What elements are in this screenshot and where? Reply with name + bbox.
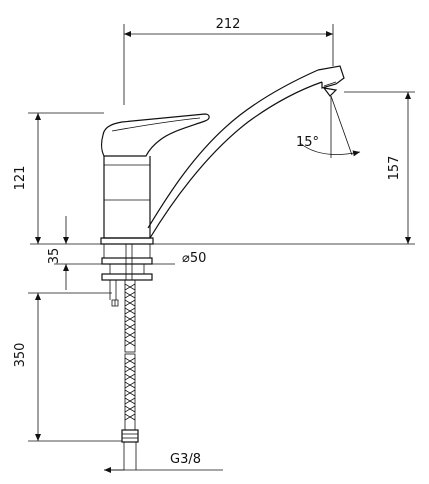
dim-hose-length: 350: [13, 292, 122, 442]
label-spout-height: 157: [387, 156, 402, 181]
flex-hose-lower: [124, 353, 136, 431]
label-hole-diameter: ⌀50: [182, 251, 206, 266]
lever-handle: [101, 113, 210, 157]
dim-spout-reach: 212: [123, 17, 334, 105]
faucet-body: [100, 113, 210, 245]
spout: [147, 65, 345, 239]
label-deck-thickness: 35: [47, 248, 62, 265]
label-spout-angle: 15°: [296, 135, 319, 150]
dim-body-height: 121: [13, 112, 104, 244]
label-hose-length: 350: [13, 343, 28, 368]
label-body-height: 121: [13, 166, 28, 191]
label-spout-reach: 212: [216, 17, 241, 32]
dim-spout-angle: 15°: [296, 95, 361, 158]
dim-deck-thickness: 35: [47, 216, 102, 290]
dim-hole-diameter: ⌀50: [104, 251, 206, 266]
dim-thread-size: G3/8: [104, 452, 223, 473]
label-thread-size: G3/8: [170, 452, 201, 467]
dim-spout-height: 157: [344, 91, 415, 244]
flex-hose-upper: [124, 279, 136, 353]
hose-nut-fitting: [121, 429, 139, 470]
cartridge-body: [103, 156, 151, 239]
